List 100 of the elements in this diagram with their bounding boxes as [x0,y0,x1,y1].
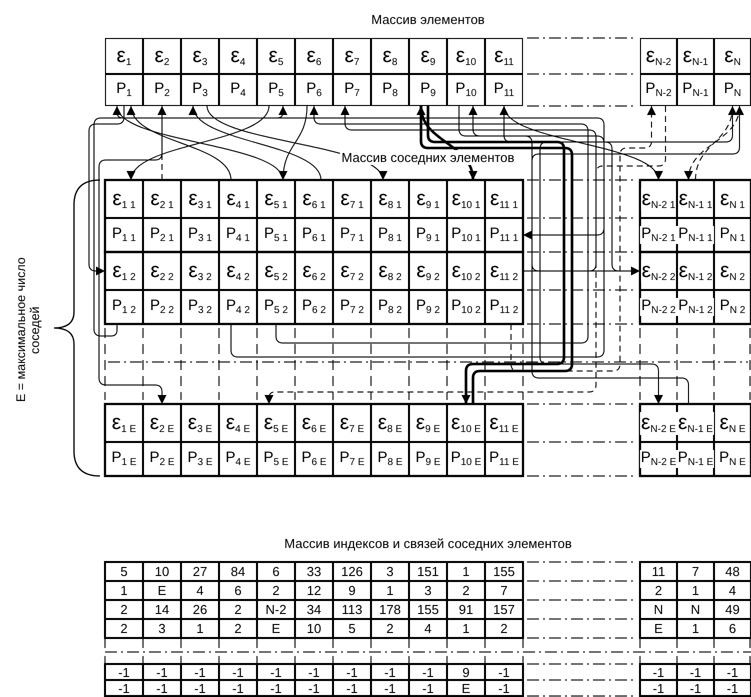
table-cell: 1 [677,581,714,600]
table-cell: -1 [485,664,523,680]
table-cell: 2 [640,581,677,600]
array-cell: P$_{10 1}$ [447,218,485,252]
array-cell: ε$_{N-1 2}$ [677,252,714,290]
array-cell: P$_{5}$ [257,74,295,106]
array-cell: P$_{N-1 1}$ [677,218,714,252]
array-cell: P$_{N}$ [714,74,751,106]
array-cell: ε$_{1 2}$ [105,252,143,290]
table-cell: -1 [143,680,181,696]
array-cell: P$_{N-2 E}$ [640,442,677,476]
table-cell: -1 [219,664,257,680]
array-cell: ε$_{6}$ [295,38,333,74]
table-cell: 3 [371,562,409,581]
array-cell: P$_{N-1}$ [677,74,714,106]
array-cell: P$_{6 E}$ [295,442,333,476]
array-cell: P$_{8}$ [371,74,409,106]
curved-arrow [88,106,124,276]
table-cell: 1 [181,619,219,638]
table-cell: -1 [485,680,523,696]
array-cell: P$_{2 E}$ [143,442,181,476]
table-cell: -1 [677,664,714,680]
table-cell: 14 [143,600,181,619]
array-cell: ε$_{7 2}$ [333,252,371,290]
array-cell: P$_{7}$ [333,74,371,106]
array-cell: ε$_{2 E}$ [143,404,181,442]
array-cell: ε$_{5 E}$ [257,404,295,442]
array-cell: ε$_{6 2}$ [295,252,333,290]
table-cell: 4 [409,619,447,638]
table-cell: 6 [257,562,295,581]
array-cell: ε$_{N 1}$ [714,180,751,218]
array-cell: P$_{9 E}$ [409,442,447,476]
array-cell: ε$_{8 E}$ [371,404,409,442]
array-cell: P$_{N 1}$ [714,218,751,252]
table-cell: 4 [181,581,219,600]
table-cell: -1 [143,664,181,680]
array-cell: P$_{3}$ [181,74,219,106]
array-cell: P$_{N-1 2}$ [677,290,714,324]
array-cell: P$_{8 E}$ [371,442,409,476]
table-cell: -1 [333,680,371,696]
table-cell: 9 [447,664,485,680]
table-cell: 5 [333,619,371,638]
array-cell: ε$_{8 1}$ [371,180,409,218]
table-cell: 178 [371,600,409,619]
table-cell: N [640,600,677,619]
array-cell: P$_{2 2}$ [143,290,181,324]
table-cell: 2 [447,581,485,600]
curved-arrow [695,106,736,180]
array-cell: ε$_{7 1}$ [333,180,371,218]
array-cell: P$_{N-1 E}$ [677,442,714,476]
table-cell: -1 [333,664,371,680]
array-cell: ε$_{2}$ [143,38,181,74]
table-cell: 2 [219,600,257,619]
array-cell: ε$_{5 2}$ [257,252,295,290]
table-cell: -1 [640,664,677,680]
array-cell: ε$_{9 1}$ [409,180,447,218]
array-cell: P$_{5 E}$ [257,442,295,476]
array-cell: ε$_{11}$ [485,38,523,74]
array-cell: ε$_{10 E}$ [447,404,485,442]
array-cell: P$_{11 2}$ [485,290,523,324]
table-cell: 1 [105,581,143,600]
array-cell: P$_{8 1}$ [371,218,409,252]
table-cell: 49 [714,600,751,619]
table-cell: -1 [219,680,257,696]
array-cell: ε$_{10 1}$ [447,180,485,218]
table-cell: 2 [219,619,257,638]
array-cell: ε$_{2 2}$ [143,252,181,290]
array-cell: ε$_{3 2}$ [181,252,219,290]
array-cell: P$_{N 2}$ [714,290,751,324]
table-cell: -1 [677,680,714,696]
array-cell: P$_{9 1}$ [409,218,447,252]
table-cell: 1 [371,581,409,600]
table-cell: 10 [143,562,181,581]
table-cell: 9 [333,581,371,600]
array-cell: P$_{8 2}$ [371,290,409,324]
table-cell: E [257,619,295,638]
array-cell: P$_{5 2}$ [257,290,295,324]
table-cell: 3 [409,581,447,600]
curved-arrow [340,106,596,272]
array-cell: P$_{10 E}$ [447,442,485,476]
array-cell: P$_{5 1}$ [257,218,295,252]
table-cell: 1 [677,619,714,638]
table-cell: 6 [219,581,257,600]
table-cell: 48 [714,562,751,581]
table-cell: 157 [485,600,523,619]
table-cell: 91 [447,600,485,619]
table-cell: -1 [371,680,409,696]
table-cell: 2 [105,600,143,619]
array-cell: P$_{N-2 2}$ [640,290,677,324]
array-cell: P$_{2 1}$ [143,218,181,252]
curved-arrow [264,106,666,404]
table-cell: -1 [181,680,219,696]
array-cell: ε$_{3 1}$ [181,180,219,218]
table-cell: N [677,600,714,619]
table-cell: 2 [105,619,143,638]
array-cell: P$_{N-2 1}$ [640,218,677,252]
table-cell: -1 [295,680,333,696]
table-cell: 7 [485,581,523,600]
array-cell: P$_{6 1}$ [295,218,333,252]
array-cell: P$_{4}$ [219,74,257,106]
